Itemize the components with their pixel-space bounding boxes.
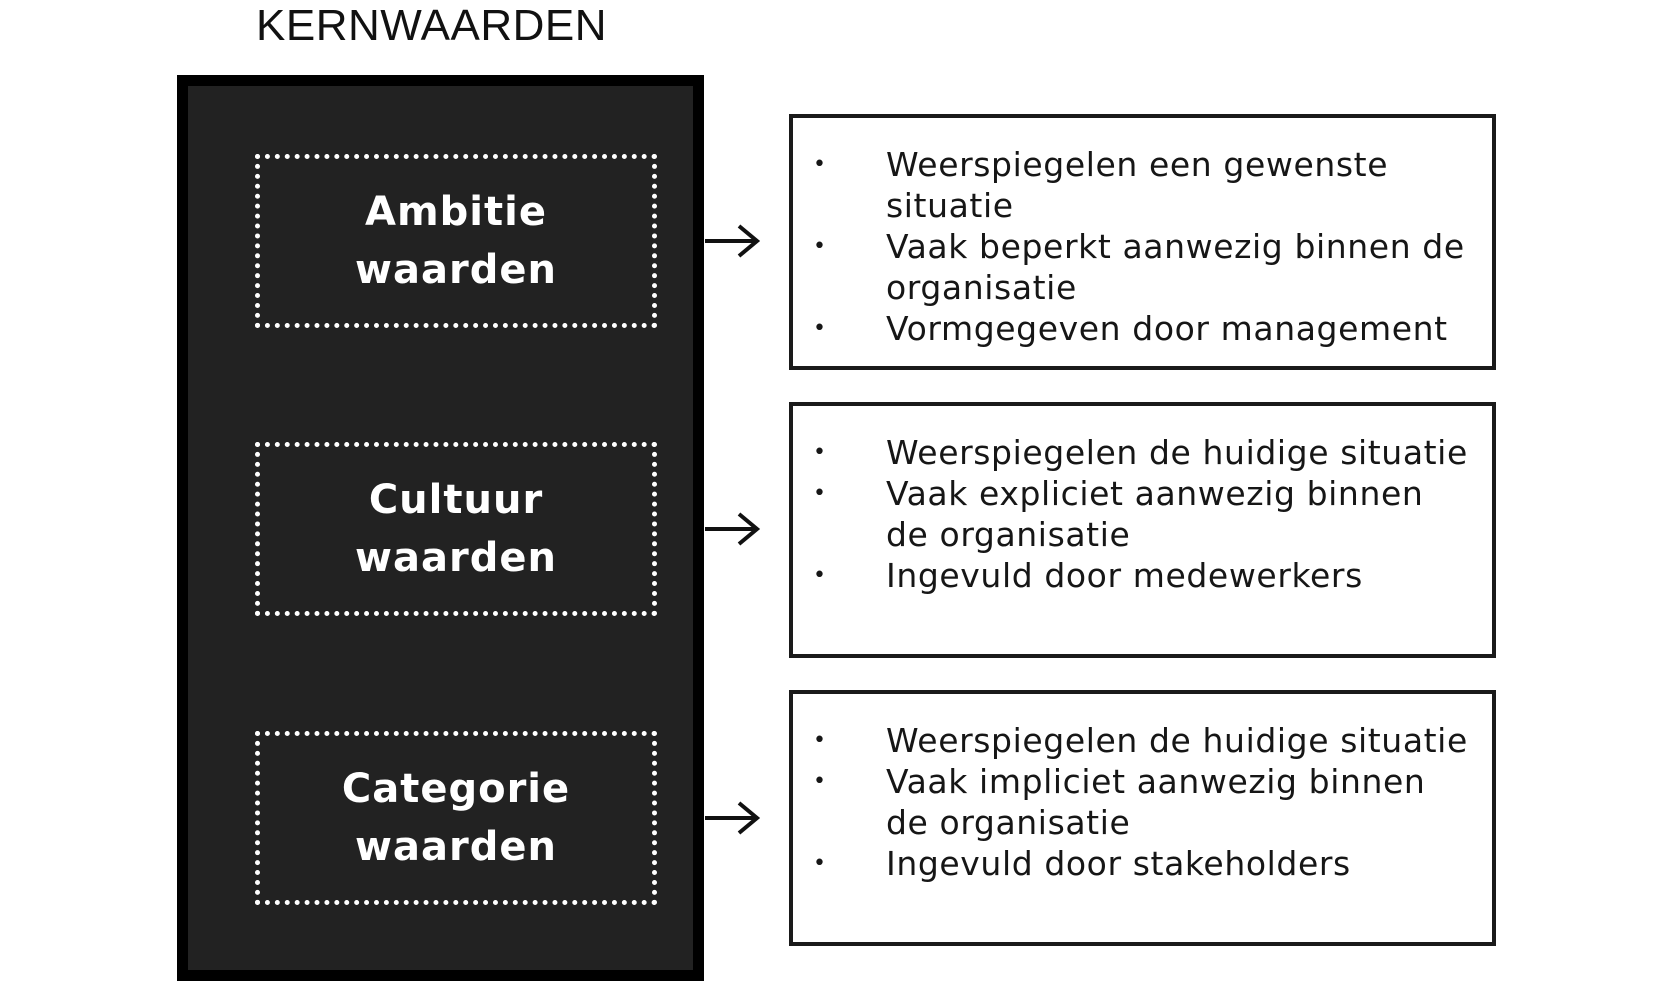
list-item: •Ingevuld door medewerkers [813,556,1363,595]
bullet-icon: • [813,234,827,259]
culture-description-box: •Weerspiegelen de huidige situatie •Vaak… [789,402,1496,658]
arrow-right-icon [705,224,761,258]
bullet-list: •Weerspiegelen een gewenste situatie •Va… [793,144,1472,349]
category-description-box: •Weerspiegelen de huidige situatie •Vaak… [789,690,1496,946]
category-values-box: Categorie waarden [255,731,657,905]
bullet-list: •Weerspiegelen de huidige situatie •Vaak… [793,720,1472,884]
arrow-right-icon [705,512,761,546]
bullet-icon: • [813,769,827,794]
list-item: •Weerspiegelen een gewenste situatie [813,145,1389,225]
list-item: •Ingevuld door stakeholders [813,844,1351,883]
list-item: •Weerspiegelen de huidige situatie [813,721,1468,760]
culture-values-box: Cultuur waarden [255,442,657,616]
bullet-list: •Weerspiegelen de huidige situatie •Vaak… [793,432,1472,596]
bullet-icon: • [813,851,827,876]
arrow-right-icon [705,801,761,835]
value-label-line2: waarden [355,535,557,581]
value-label-line1: Ambitie [365,189,547,235]
list-item: •Weerspiegelen de huidige situatie [813,433,1468,472]
list-item: •Vaak impliciet aanwezig binnen de organ… [813,762,1426,842]
bullet-icon: • [813,152,827,177]
ambition-values-box: Ambitie waarden [255,154,657,328]
value-label-line1: Cultuur [368,477,544,523]
list-item: •Vaak beperkt aanwezig binnen de organis… [813,227,1465,307]
diagram-title: KERNWAARDEN [256,1,608,50]
value-label-line2: waarden [355,247,557,293]
value-label-line1: Categorie [341,766,571,812]
bullet-icon: • [813,728,827,753]
bullet-icon: • [813,481,827,506]
core-values-panel: Ambitie waarden Cultuur waarden Categori… [177,75,704,981]
list-item: •Vaak expliciet aanwezig binnen de organ… [813,474,1424,554]
bullet-icon: • [813,563,827,588]
ambition-description-box: •Weerspiegelen een gewenste situatie •Va… [789,114,1496,370]
bullet-icon: • [813,440,827,465]
list-item: •Vormgegeven door management [813,309,1448,348]
value-label-line2: waarden [355,824,557,870]
bullet-icon: • [813,316,827,341]
